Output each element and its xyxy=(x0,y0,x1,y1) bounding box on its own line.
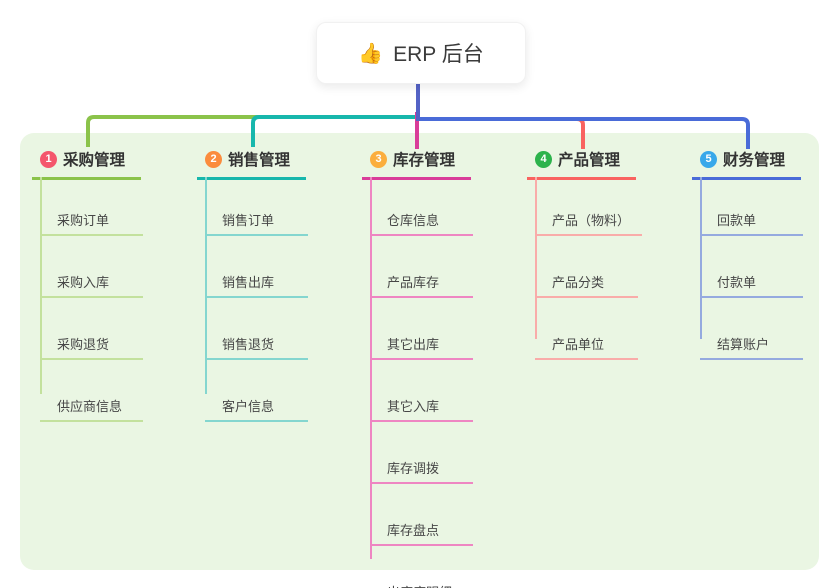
child-node[interactable]: 回款单 xyxy=(700,174,803,236)
child-node[interactable]: 仓库信息 xyxy=(370,174,473,236)
branch-finance: 5 财务管理 回款单 付款单 结算账户 xyxy=(692,148,803,360)
branch-number-badge: 3 xyxy=(370,150,387,168)
branch-inventory: 3 库存管理 仓库信息 产品库存 其它出库 其它入库 库存调拨 库存盘点 出库库… xyxy=(362,148,473,588)
child-node[interactable]: 客户信息 xyxy=(205,360,308,422)
branch-title-purchase[interactable]: 1 采购管理 xyxy=(32,148,142,180)
child-node[interactable]: 销售订单 xyxy=(205,174,308,236)
child-node[interactable]: 产品分类 xyxy=(535,236,638,298)
branch-title-finance[interactable]: 5 财务管理 xyxy=(692,148,802,180)
child-node[interactable]: 付款单 xyxy=(700,236,803,298)
child-node[interactable]: 产品库存 xyxy=(370,236,473,298)
branch-number-badge: 2 xyxy=(205,150,222,168)
child-node[interactable]: 产品（物料） xyxy=(535,174,643,236)
child-node[interactable]: 采购入库 xyxy=(40,236,143,298)
branch-child-connector xyxy=(535,177,537,339)
branch-children: 回款单 付款单 结算账户 xyxy=(700,174,803,360)
branch-title-inventory[interactable]: 3 库存管理 xyxy=(362,148,472,180)
branch-sales: 2 销售管理 销售订单 销售出库 销售退货 客户信息 xyxy=(197,148,308,422)
branch-child-connector xyxy=(40,177,42,394)
branch-title-product[interactable]: 4 产品管理 xyxy=(527,148,637,180)
child-node[interactable]: 产品单位 xyxy=(535,298,638,360)
branch-children: 采购订单 采购入库 采购退货 供应商信息 xyxy=(40,174,143,422)
branches-panel xyxy=(20,133,819,570)
child-node[interactable]: 结算账户 xyxy=(700,298,803,360)
branch-children: 仓库信息 产品库存 其它出库 其它入库 库存调拨 库存盘点 出库库明细 xyxy=(370,174,473,588)
branch-title-label: 库存管理 xyxy=(393,152,456,169)
child-node[interactable]: 供应商信息 xyxy=(40,360,143,422)
branch-title-label: 财务管理 xyxy=(723,152,786,169)
branch-children: 产品（物料） 产品分类 产品单位 xyxy=(535,174,643,360)
branch-title-label: 采购管理 xyxy=(63,152,126,169)
child-node[interactable]: 采购订单 xyxy=(40,174,143,236)
branch-child-connector xyxy=(370,177,372,559)
thumbs-up-icon: 👍 xyxy=(358,42,384,65)
child-node[interactable]: 其它入库 xyxy=(370,360,473,422)
child-node[interactable]: 其它出库 xyxy=(370,298,473,360)
child-node[interactable]: 销售退货 xyxy=(205,298,308,360)
branch-number-badge: 5 xyxy=(700,150,717,168)
branch-children: 销售订单 销售出库 销售退货 客户信息 xyxy=(205,174,308,422)
branch-title-sales[interactable]: 2 销售管理 xyxy=(197,148,307,180)
child-node[interactable]: 库存盘点 xyxy=(370,484,473,546)
branch-number-badge: 1 xyxy=(40,150,57,168)
child-node[interactable]: 采购退货 xyxy=(40,298,143,360)
branch-purchase: 1 采购管理 采购订单 采购入库 采购退货 供应商信息 xyxy=(32,148,143,422)
branch-child-connector xyxy=(205,177,207,394)
branch-title-label: 销售管理 xyxy=(228,152,291,169)
root-title: ERP 后台 xyxy=(393,43,484,66)
child-node[interactable]: 出库库明细 xyxy=(370,546,473,588)
child-node[interactable]: 销售出库 xyxy=(205,236,308,298)
root-node[interactable]: 👍 ERP 后台 xyxy=(316,22,526,84)
child-node[interactable]: 库存调拨 xyxy=(370,422,473,484)
branch-number-badge: 4 xyxy=(535,150,552,168)
branch-child-connector xyxy=(700,177,702,339)
branch-product: 4 产品管理 产品（物料） 产品分类 产品单位 xyxy=(527,148,643,360)
branch-title-label: 产品管理 xyxy=(558,152,621,169)
